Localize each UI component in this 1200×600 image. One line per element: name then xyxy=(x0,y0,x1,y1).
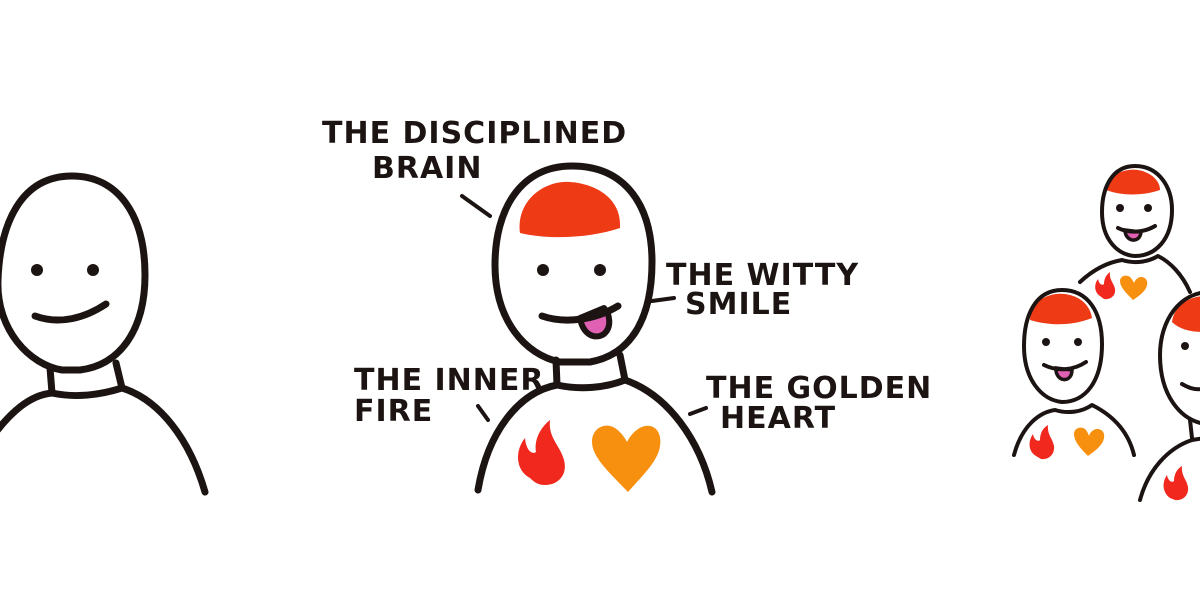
small-figure-back-left-eye xyxy=(1116,204,1124,212)
annotated-figure-right-eye xyxy=(594,264,606,276)
small-figure-right-smile xyxy=(1180,382,1200,392)
small-figure-back-heart xyxy=(1120,275,1148,300)
fire-label: THE INNER FIRE xyxy=(354,363,544,429)
small-figure-front xyxy=(1012,288,1136,460)
small-figure-back-body xyxy=(1078,254,1192,294)
small-figure-back-fire xyxy=(1095,272,1116,300)
annotated-figure-neck-left xyxy=(552,356,561,389)
small-figure-right xyxy=(1138,291,1200,502)
annotated-figure-heart xyxy=(592,425,661,492)
small-figure-front-fire xyxy=(1029,425,1055,460)
small-figure-right-body xyxy=(1138,436,1200,502)
smile-label: THE WITTY SMILE xyxy=(650,258,859,322)
annotated-figure-head xyxy=(491,162,656,366)
plain-figure-right-eye xyxy=(87,264,99,276)
small-figure-front-left-eye xyxy=(1042,338,1050,346)
small-figure-back-head xyxy=(1100,164,1174,258)
small-figure-back-right-eye xyxy=(1144,204,1152,212)
smile-label-line2: SMILE xyxy=(685,287,792,322)
plain-figure-smile xyxy=(31,300,110,324)
brain-label-line2: BRAIN xyxy=(372,151,482,186)
small-figure-front-right-eye xyxy=(1074,338,1082,346)
annotated-figure-brain xyxy=(519,181,621,238)
plain-figure-body xyxy=(0,384,209,496)
plain-figure-neck-right xyxy=(112,359,126,392)
plain-figure xyxy=(0,172,209,496)
plain-figure-neck-left xyxy=(46,364,56,397)
fire-label-line2: FIRE xyxy=(354,394,433,429)
brain-pointer xyxy=(460,194,492,218)
small-figure-front-body xyxy=(1012,403,1136,457)
plain-figure-head xyxy=(0,172,149,374)
brain-label: THE DISCIPLINED BRAIN xyxy=(322,116,627,218)
small-figure-back xyxy=(1078,164,1192,300)
small-figure-back-brain xyxy=(1106,169,1160,195)
heart-label-line1: THE GOLDEN xyxy=(706,371,932,406)
small-figure-front-brain xyxy=(1030,293,1092,325)
small-figure-right-neck xyxy=(1188,418,1194,440)
small-figure-right-eye xyxy=(1181,342,1189,350)
plain-figure-left-eye xyxy=(31,264,43,276)
annotated-figure-left-eye xyxy=(537,264,549,276)
small-figure-front-smile xyxy=(1042,360,1088,372)
small-figure-front-head xyxy=(1022,288,1104,404)
smile-label-line1: THE WITTY xyxy=(666,258,859,293)
small-figure-right-head xyxy=(1158,291,1200,425)
annotated-figure-smile xyxy=(538,302,622,324)
small-figure-back-smile xyxy=(1116,224,1157,234)
fire-pointer xyxy=(476,404,490,422)
heart-label: THE GOLDEN HEART xyxy=(688,371,932,436)
heart-label-line2: HEART xyxy=(720,401,836,436)
small-figure-right-brain xyxy=(1172,296,1200,332)
annotated-figure-body xyxy=(474,376,716,496)
annotated-figure-fire xyxy=(518,420,565,485)
fire-label-line1: THE INNER xyxy=(354,363,544,398)
annotated-figure xyxy=(474,162,716,496)
smile-pointer xyxy=(650,296,676,303)
annotated-figure-neck-right xyxy=(616,351,629,384)
small-figure-front-heart xyxy=(1074,427,1105,456)
small-figure-right-fire xyxy=(1163,466,1189,501)
brain-label-line1: THE DISCIPLINED xyxy=(322,116,627,151)
heart-pointer xyxy=(688,406,708,416)
